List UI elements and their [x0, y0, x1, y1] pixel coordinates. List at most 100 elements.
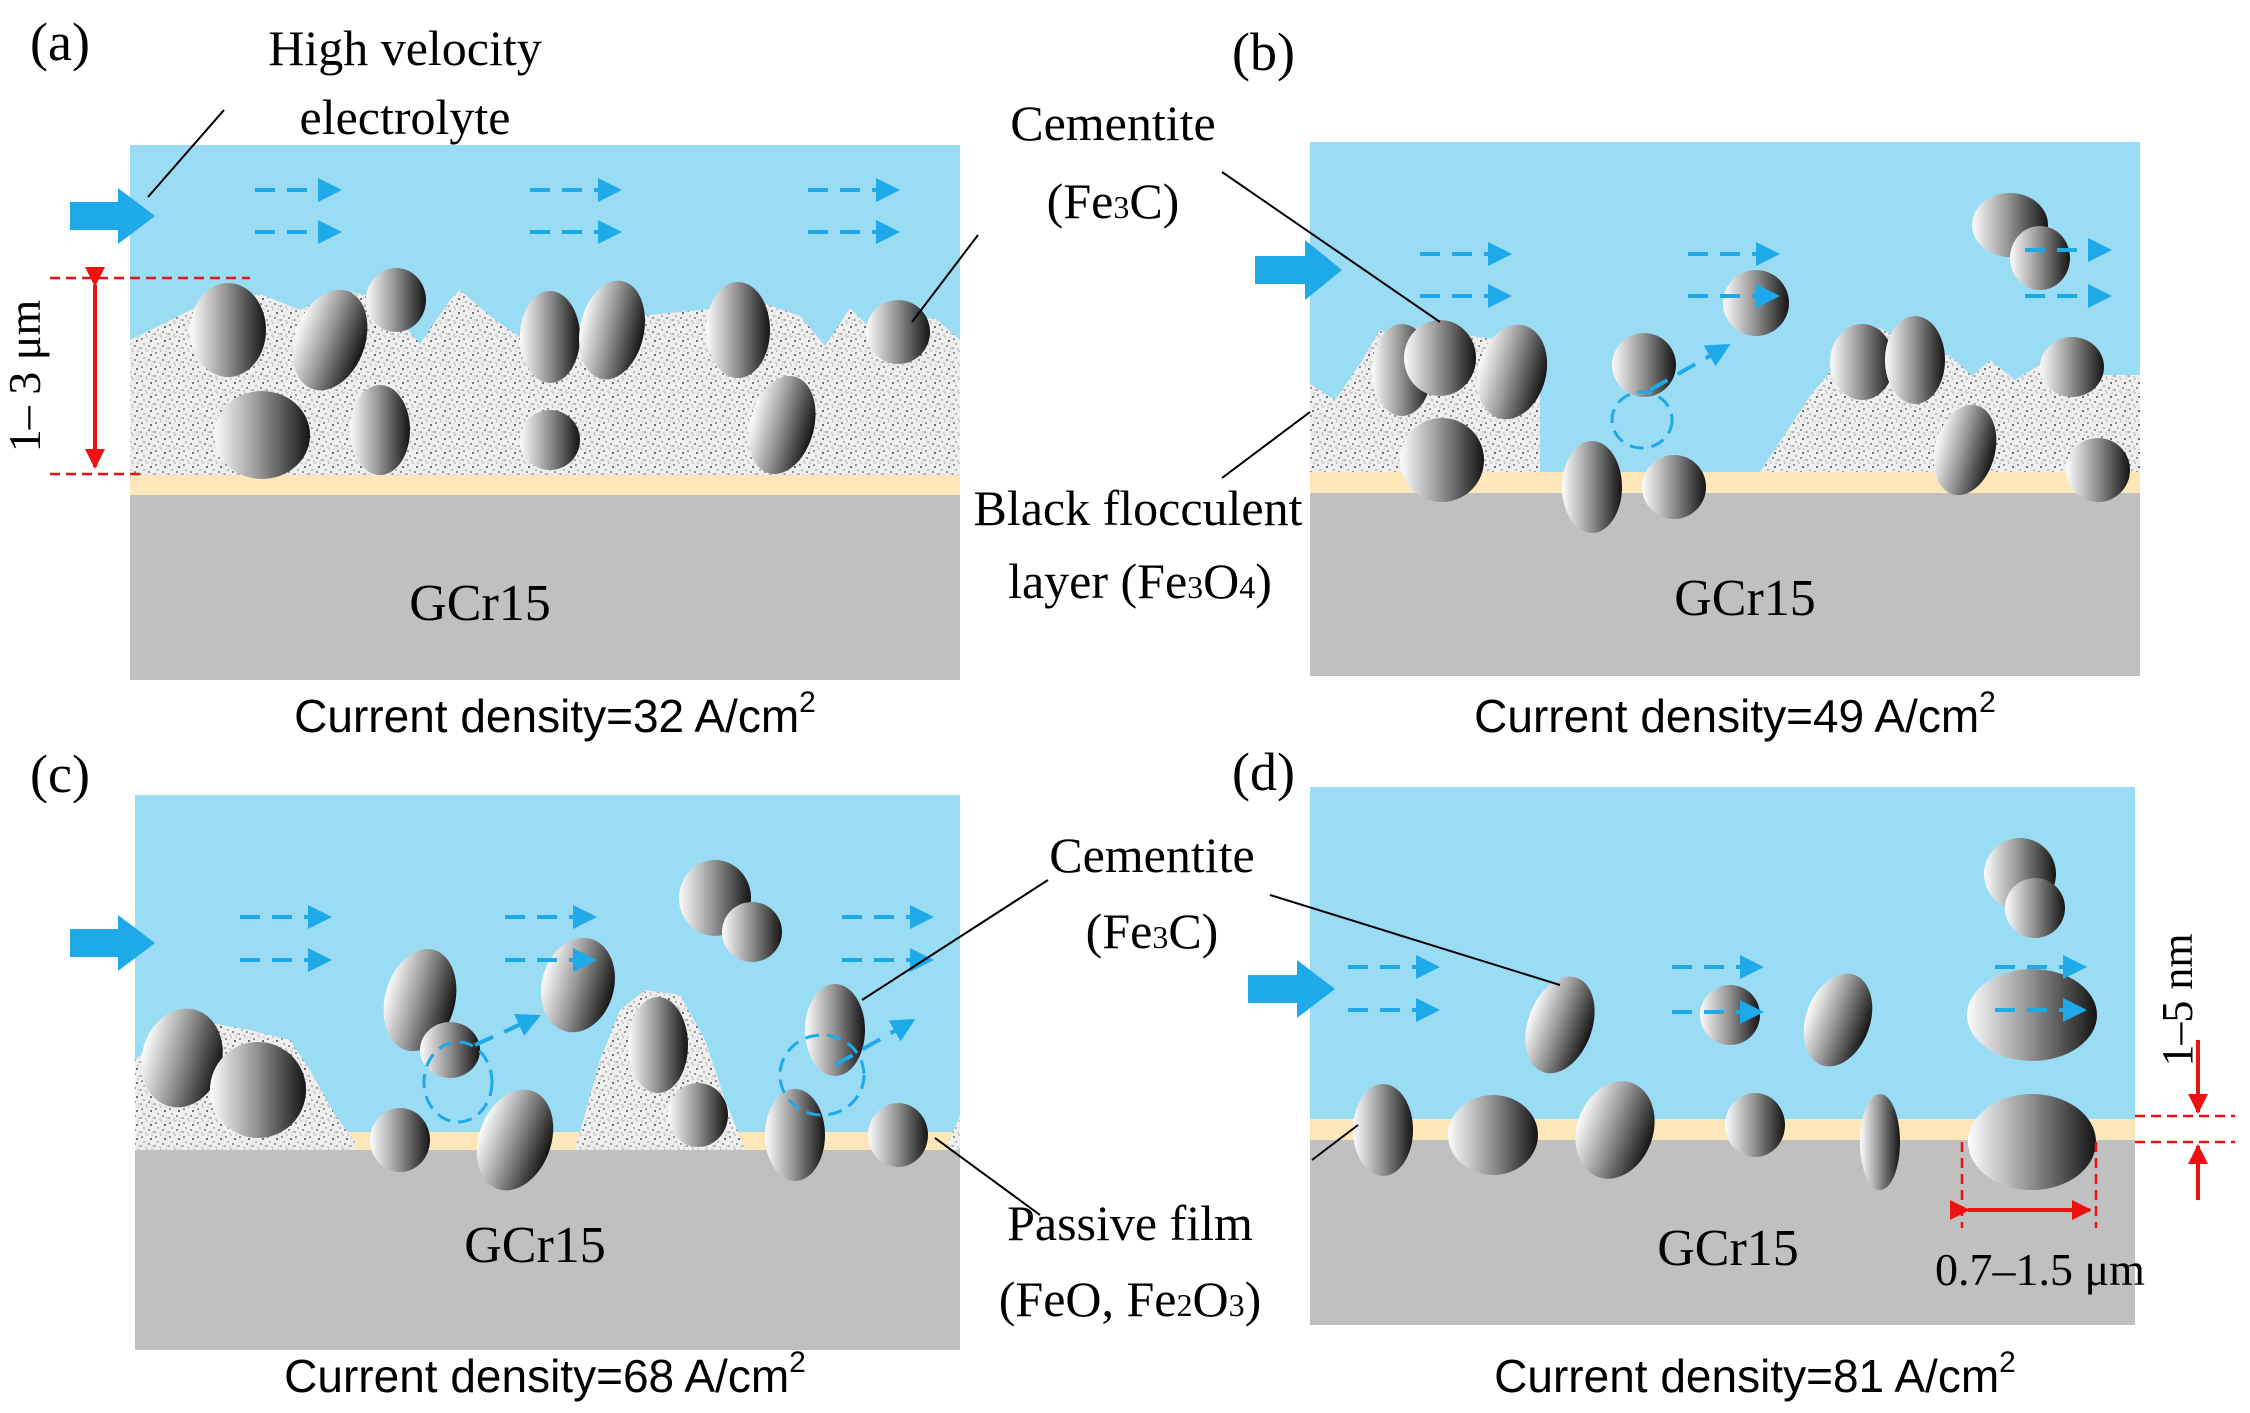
passive-film [1310, 472, 2140, 493]
substrate [1310, 493, 2140, 676]
particle-size-label: 0.7–1.5 μm [1935, 1244, 2145, 1295]
cementite-particle [1830, 324, 1894, 400]
cementite-particle [868, 1103, 928, 1167]
cementite-particle [520, 291, 580, 383]
flow-dashed-arrows [255, 178, 900, 244]
substrate-label: GCr15 [1657, 1220, 1799, 1277]
flow-label-line-2: electrolyte [300, 89, 511, 145]
flow-dashed-arrows [1348, 955, 2087, 1024]
cementite-particle [350, 385, 410, 475]
cementite-particle [1933, 404, 1997, 496]
cementite-particle [722, 902, 782, 962]
panel-b: (b) Black flocculent layer (Fe3O4) GCr15… [973, 22, 2140, 742]
cementite-particle [1968, 1094, 2096, 1190]
substrate [130, 495, 960, 680]
flow-dashed-arrows [1420, 238, 2112, 392]
thickness-dimension [50, 267, 250, 476]
cementite-particle [2066, 438, 2130, 502]
cementite-particle [1525, 976, 1595, 1074]
cementite-particle [1967, 969, 2097, 1061]
cementite-particle [1575, 1081, 1655, 1179]
cementite-particle [1700, 985, 1760, 1045]
flow-big-arrow [70, 188, 155, 244]
cementite-label-line-1: Cementite [1010, 95, 1216, 151]
film-thickness-label: 1–5 nm [2153, 933, 2202, 1066]
leader-lines [861, 879, 1049, 1216]
thickness-label: 1– 3 μm [0, 300, 50, 453]
flow-big-arrow [1255, 240, 1342, 300]
flow-label-line-1: High velocity [268, 20, 542, 76]
layer-label-line-1: Black flocculent [973, 480, 1302, 536]
cementite-particle [1448, 1095, 1538, 1175]
substrate [135, 1150, 960, 1350]
cementite-particle [190, 283, 266, 377]
cementite-particle [292, 289, 368, 391]
flow-big-arrow [70, 915, 155, 971]
dissolution-trace [422, 1040, 494, 1124]
substrate-label: GCr15 [409, 575, 551, 632]
cementite-particle [866, 300, 930, 364]
cementite-particle [2010, 226, 2070, 290]
passive-label-line-1: Passive film [1007, 1195, 1253, 1251]
cementite-label-line-2: (Fe3C) [1086, 903, 1219, 959]
cementite-particle [1885, 316, 1945, 404]
panel-letter: (b) [1232, 22, 1295, 82]
film-thickness-dimension [2135, 1040, 2235, 1200]
flow-big-arrow [1248, 960, 1335, 1018]
panel-c: (c) Passive film (FeO, Fe2O3) GCr15 Curr… [30, 744, 1261, 1402]
cementite-particle [668, 1083, 728, 1147]
cementite-particle [706, 282, 770, 378]
cementite-particle [1353, 1084, 1413, 1176]
panel-letter: (c) [30, 744, 90, 804]
caption: Current density=68 A/cm2 [284, 1346, 806, 1402]
layer-label-line-2: layer (Fe3O4) [1008, 553, 1272, 609]
cementite-particle [1803, 973, 1873, 1067]
cementite-particle [1562, 441, 1622, 533]
panel-d: 1–5 nm 0.7–1.5 μm (d) Cementite (Fe3C) G… [1049, 742, 2235, 1402]
leader-lines [147, 109, 979, 323]
cementite-particle [141, 1008, 223, 1108]
cementite-particle [579, 280, 645, 380]
cementite-particle [420, 1022, 480, 1078]
cementite-label-line-2: (Fe3C) [1047, 173, 1180, 229]
leader-lines [1221, 171, 1441, 479]
passive-film [130, 475, 960, 495]
cementite-particle [628, 997, 688, 1093]
cementite-particle [1725, 1093, 1785, 1157]
caption: Current density=32 A/cm2 [294, 686, 816, 742]
cementite-particle [1642, 455, 1706, 519]
cementite-particle [476, 1089, 554, 1191]
cementite-particle [520, 410, 580, 470]
cementite-particle [214, 391, 310, 479]
panel-letter: (d) [1232, 742, 1295, 802]
particle-size-dimension [1950, 1142, 2098, 1228]
panel-a: 1– 3 μm (a) High velocity electrolyte Ce… [0, 12, 1216, 742]
cementite-particle [1860, 1094, 1900, 1190]
cementite-particle [748, 375, 816, 475]
cementite-particle [1400, 418, 1484, 502]
cementite-particle [1476, 324, 1548, 420]
cementite-particle [805, 984, 865, 1076]
cementite-particle [2005, 878, 2065, 938]
flow-dashed-arrows [240, 905, 934, 1067]
dissolution-trace [1610, 390, 1674, 450]
cementite-particle [210, 1042, 306, 1138]
cementite-particle [2040, 337, 2104, 397]
caption: Current density=81 A/cm2 [1494, 1346, 2016, 1402]
flocculent-layer [945, 1115, 960, 1150]
passive-label-line-2: (FeO, Fe2O3) [999, 1271, 1262, 1327]
caption: Current density=49 A/cm2 [1474, 686, 1996, 742]
cementite-particle [1612, 333, 1676, 397]
cementite-label-line-1: Cementite [1049, 827, 1255, 883]
substrate-label: GCr15 [1674, 570, 1816, 627]
cementite-particle [370, 1108, 430, 1172]
electrolyte-region [1310, 787, 2135, 1119]
leader-lines [1269, 894, 1561, 1161]
dissolution-trace [778, 1033, 866, 1117]
cementite-particle [1404, 320, 1476, 396]
cementite-particle [366, 268, 426, 332]
cementite-particle [765, 1089, 825, 1181]
panel-letter: (a) [30, 12, 90, 72]
cementite-particle [1723, 270, 1789, 336]
